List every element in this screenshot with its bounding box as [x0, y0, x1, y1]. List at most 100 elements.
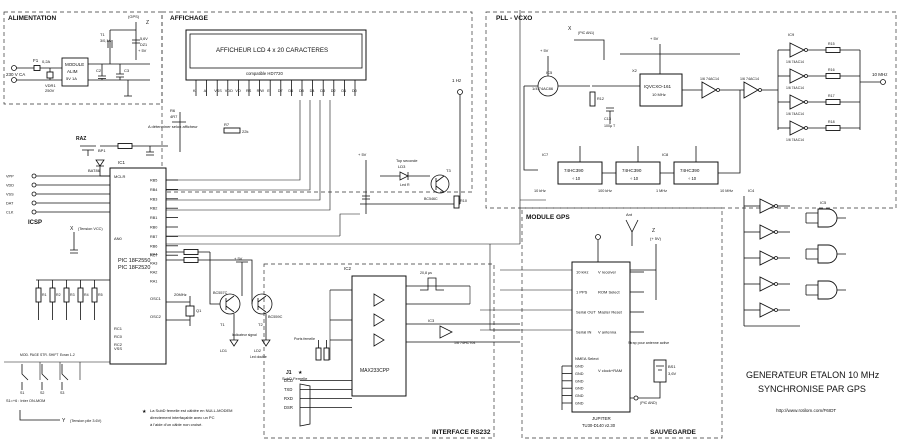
- buffer-resistor-label-0: R15: [828, 42, 835, 46]
- c2-label: C2: [96, 68, 102, 73]
- buffer-resistor-label-2: R17: [828, 94, 835, 98]
- tension-vcc: (Tension VCC): [78, 227, 103, 231]
- switch-1[interactable]: [41, 364, 49, 390]
- power-supply: 230 V CA F1 0,2A VDR1 250V MODULE ALIM 5…: [6, 14, 150, 97]
- buffer-resistor-label-3: R18: [828, 120, 835, 124]
- gps-pin-1pps: 1 PPS: [576, 290, 588, 295]
- j1-label: J1: [286, 370, 292, 376]
- pll-x-label: X: [568, 26, 572, 32]
- fuse: [33, 65, 41, 71]
- plus5v-label: + 5V: [138, 48, 147, 53]
- mcu-pin-rb6: RB6: [150, 244, 157, 248]
- pulse-label: 20,8 µs: [420, 271, 432, 275]
- lcd-pin-vo: VO: [235, 89, 241, 93]
- max233-body: [351, 275, 407, 397]
- lcd-pin-e: E: [267, 89, 270, 93]
- pll-frame: [485, 11, 897, 209]
- inv2-label: 1/6 74AC14: [740, 77, 759, 81]
- resistor-r18: [825, 125, 841, 131]
- gps-pin-romselect: ROM Select: [598, 290, 620, 295]
- mcu-pin-ra4: RA4: [150, 253, 157, 257]
- pll-vcxo: (PIC AN1) X 1/4 74AC86 IC5 + 5V R12 C13 …: [523, 26, 888, 193]
- lcd-compat: compatible HD7720: [246, 71, 283, 76]
- ic9-label: IC9: [788, 32, 795, 37]
- lcd-pin-k: K: [193, 89, 196, 93]
- ic4-gate-1: [759, 224, 776, 240]
- inv1-label: 1/6 74AC14: [700, 77, 719, 81]
- pll-label: PLL - VCXO: [496, 15, 532, 22]
- lcd-pin-vdd: VDD: [225, 89, 233, 93]
- lcd-note: A déterminer selon afficheur: [148, 124, 198, 129]
- lcd-pin-d3: D3: [320, 89, 325, 93]
- mcu-rc0: RC0: [114, 334, 123, 339]
- icsp-terminal-vpp: [31, 173, 37, 179]
- power-module: [61, 57, 89, 87]
- mcu-mclr: MCLR: [114, 174, 125, 179]
- lcd-pin-rs: RS: [246, 89, 252, 93]
- c3-label: C3: [124, 68, 130, 73]
- mcu-pin-ra1: RA1: [150, 280, 157, 284]
- t3-type: BC546C: [424, 197, 438, 201]
- rs232-interface: MAX233CPP IC2 IC3 1/6 74HCT04 J1 ★ SubD …: [142, 266, 520, 427]
- switch-2[interactable]: [61, 364, 69, 390]
- switch-label-s1: S1: [20, 391, 24, 395]
- lcd-pin-d2: D2: [331, 89, 336, 93]
- led-drivers: T1 T2 BC557C BC559C LD1 LD2 Indicateur s…: [166, 78, 467, 359]
- subd-label: SubD Femelle: [282, 376, 308, 381]
- zener-value: 5,6V: [140, 37, 148, 41]
- pll-plus5-b: + 5V: [650, 36, 659, 41]
- gps-gnd-pin-2: GND: [575, 379, 584, 383]
- led3-label: LD3: [398, 164, 406, 169]
- divider-label-2: 74HC390: [680, 168, 700, 173]
- r6-value: 4R7: [170, 114, 178, 119]
- divider-label-0: 74HC390: [564, 168, 584, 173]
- lcd-body: [185, 29, 367, 81]
- r7-value: 22k: [242, 129, 248, 134]
- mcu-rc2: RC2: [114, 342, 123, 347]
- title-url[interactable]: http://www.rotilom.com/F6IDT: [776, 408, 836, 413]
- buffer-gate-2: [789, 94, 806, 110]
- switch-0[interactable]: [21, 364, 29, 390]
- buffer-type-0: 1/6 74AC14: [786, 60, 804, 64]
- bs1-label: BS1: [668, 364, 676, 369]
- resistor-label-r2: R2: [56, 293, 61, 297]
- bp1-label: BP1: [98, 148, 106, 153]
- freq-label-2: 1 MHz: [656, 189, 667, 193]
- gps-plus5: (+ 5V): [650, 236, 662, 241]
- max233-label: MAX233CPP: [360, 368, 390, 374]
- quartz-freq: 20MHz: [174, 292, 187, 297]
- button-label-2: Ecran 1-2: [60, 353, 75, 357]
- jupiter-name: JUPITER: [592, 416, 612, 421]
- divider-ratio-0: ÷ 10: [572, 176, 581, 181]
- power-module-l2: ALIM: [67, 69, 78, 74]
- ic5-gate-1: [817, 244, 838, 264]
- r7-label: R7: [224, 122, 230, 127]
- t2-symbol: [251, 293, 273, 315]
- vclock-label: V clock+RAM: [598, 368, 622, 373]
- mcu-pin-rb0: RB0: [150, 226, 157, 230]
- resistor-label-r4: R4: [84, 293, 89, 297]
- rs232-note2: directement interfaçable avec un PC: [150, 415, 215, 420]
- mcu-pin-ra2: RA2: [150, 271, 157, 275]
- hz-label: 1 Hz: [452, 78, 462, 83]
- switch-label-s2: S2: [40, 391, 44, 395]
- bs1-voltage: 3,6V: [668, 371, 677, 376]
- freq-label-1: 100 kHz: [598, 189, 612, 193]
- power-module-l1: MODULE: [65, 62, 84, 67]
- icsp-pin-clk: CLK: [6, 211, 14, 215]
- varistor: [46, 71, 54, 79]
- buffer-resistor-label-1: R16: [828, 68, 835, 72]
- resistor-r4: [77, 287, 84, 303]
- pic-an1-label: (PIC AN1): [578, 31, 594, 35]
- t3-label: T3: [446, 168, 451, 173]
- sauvegarde-label: SAUVEGARDE: [650, 429, 697, 436]
- subd-signal-txd: TXD: [284, 387, 292, 392]
- resistor-label-r5: R5: [98, 293, 103, 297]
- switch-label-s3: S3: [60, 391, 64, 395]
- mcu-rc1: RC1: [114, 326, 123, 331]
- unused-gates: IC4 IC5: [743, 188, 846, 327]
- out-freq-label: 10 MHz: [872, 72, 888, 77]
- quartz: [185, 305, 195, 317]
- r10-label: R10: [460, 199, 467, 203]
